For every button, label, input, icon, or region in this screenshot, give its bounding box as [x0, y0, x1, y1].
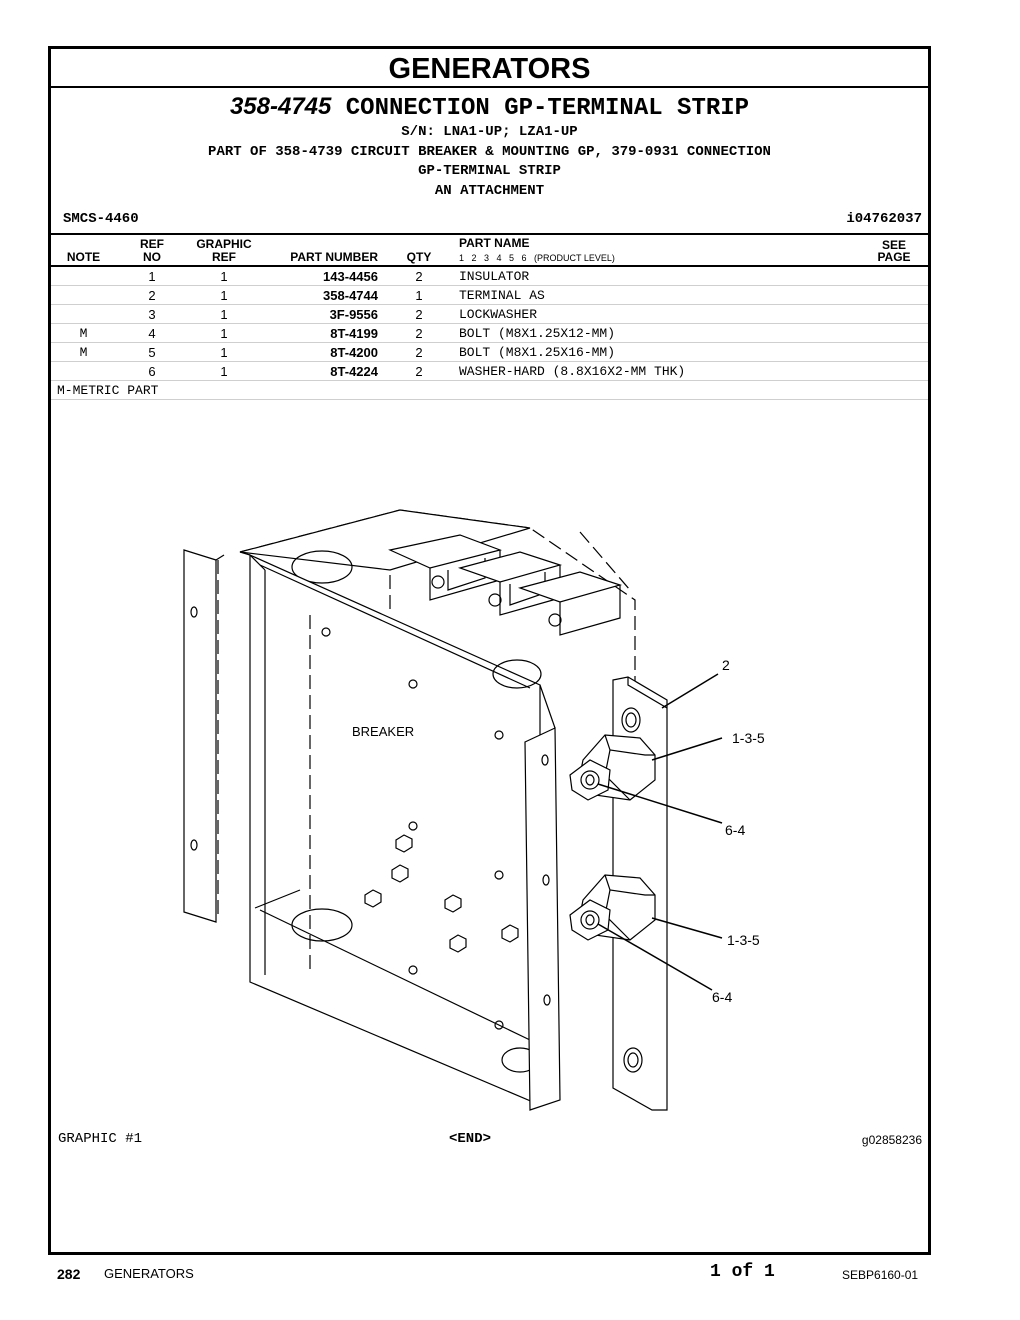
row-part-number: 3F-9556	[329, 307, 378, 322]
header-see-top: SEE	[881, 238, 906, 252]
callout-1-3-5-upper: 1-3-5	[732, 730, 765, 746]
row-qty: 2	[415, 345, 423, 360]
row-graphic-ref: 1	[220, 307, 228, 322]
header-part-name: PART NAME	[459, 236, 530, 250]
exploded-view-drawing: BREAKER 2 1-3-5 6-4 1-3-5 6-4	[183, 509, 765, 1111]
header-part-number: PART NUMBER	[290, 250, 378, 264]
row-part-name: LOCKWASHER	[459, 307, 538, 322]
illustration-id: i04762037	[846, 211, 922, 227]
row-part-number: 8T-4224	[330, 364, 378, 379]
header-graphic-top: GRAPHIC	[196, 237, 252, 251]
footer-page-number: 282	[57, 1266, 81, 1282]
table-row: M 5 1 8T-4200 2 BOLT (M8X1.25X16-MM)	[51, 343, 928, 362]
row-ref-no: 2	[148, 288, 156, 303]
smcs-code: SMCS-4460	[63, 211, 139, 227]
row-qty: 2	[415, 307, 423, 322]
row-part-name: TERMINAL AS	[459, 288, 545, 303]
callout-2: 2	[722, 657, 730, 673]
row-ref-no: 3	[148, 307, 156, 322]
row-part-number: 8T-4199	[330, 326, 378, 341]
footer-page-count: 1 of 1	[710, 1262, 775, 1282]
row-part-number: 8T-4200	[330, 345, 378, 360]
page-frame: GENERATORS 358-4745 CONNECTION GP-TERMIN…	[48, 46, 931, 1255]
footer-section: GENERATORS	[104, 1266, 194, 1281]
footer-document-number: SEBP6160-01	[842, 1268, 919, 1282]
section-title: GENERATORS	[51, 49, 928, 88]
header-qty: QTY	[406, 250, 432, 264]
row-part-name: WASHER-HARD (8.8X16X2-MM THK)	[459, 364, 686, 379]
row-graphic-ref: 1	[220, 269, 228, 284]
row-note: M	[79, 326, 88, 341]
top-lid	[239, 509, 531, 571]
header-see-bottom: PAGE	[877, 250, 911, 264]
callout-leaders	[597, 673, 723, 991]
graphic-end-marker: <END>	[449, 1131, 492, 1147]
serial-range: S/N: LNA1-UP; LZA1-UP	[401, 124, 578, 140]
left-bracket	[183, 549, 225, 923]
top-lid-hole	[291, 550, 353, 584]
row-ref-no: 6	[148, 364, 156, 379]
row-part-number: 143-4456	[323, 269, 378, 284]
table-row: M 4 1 8T-4199 2 BOLT (M8X1.25X12-MM)	[51, 324, 928, 343]
title-description: CONNECTION GP-TERMINAL STRIP	[345, 95, 750, 122]
graphic-caption: GRAPHIC #1	[58, 1131, 143, 1147]
table-row: 6 1 8T-4224 2 WASHER-HARD (8.8X16X2-MM THK)	[51, 362, 928, 381]
right-bracket	[524, 684, 561, 1111]
table-header: NOTE REF NO GRAPHIC REF PART NUMBER QTY …	[51, 235, 928, 267]
callout-1-3-5-lower: 1-3-5	[727, 932, 760, 948]
terminal-boxes	[388, 534, 623, 636]
part-of-line-2: GP-TERMINAL STRIP	[418, 163, 561, 179]
metric-footnote: M-METRIC PART	[51, 381, 928, 400]
lower-insulator-bolt	[569, 874, 656, 941]
row-part-name: BOLT (M8X1.25X12-MM)	[459, 326, 616, 341]
table-row: 3 1 3F-9556 2 LOCKWASHER	[51, 305, 928, 324]
row-qty: 2	[415, 326, 423, 341]
row-part-name: BOLT (M8X1.25X16-MM)	[459, 345, 616, 360]
callout-6-4-upper: 6-4	[725, 822, 745, 838]
header-ref-bottom: NO	[143, 250, 161, 264]
header-ref-top: REF	[140, 237, 164, 251]
table-row: 1 1 143-4456 2 INSULATOR	[51, 267, 928, 286]
header-note: NOTE	[66, 250, 101, 264]
part-of-line-1: PART OF 358-4739 CIRCUIT BREAKER & MOUNT…	[208, 144, 771, 160]
breaker-label: BREAKER	[352, 724, 414, 739]
row-part-number: 358-4744	[323, 288, 378, 303]
callout-6-4-lower: 6-4	[712, 989, 732, 1005]
upper-insulator-bolt	[569, 734, 656, 801]
row-part-name: INSULATOR	[459, 269, 530, 284]
parts-table: NOTE REF NO GRAPHIC REF PART NUMBER QTY …	[51, 233, 928, 400]
breaker-housing	[239, 551, 542, 1106]
row-graphic-ref: 1	[220, 345, 228, 360]
row-qty: 2	[415, 364, 423, 379]
row-qty: 2	[415, 269, 423, 284]
header-product-levels: 1 2 3 4 5 6 (PRODUCT LEVEL)	[459, 253, 615, 263]
row-graphic-ref: 1	[220, 364, 228, 379]
table-row: 2 1 358-4744 1 TERMINAL AS	[51, 286, 928, 305]
row-ref-no: 5	[148, 345, 156, 360]
row-graphic-ref: 1	[220, 326, 228, 341]
part-of-line-3: AN ATTACHMENT	[434, 183, 545, 199]
mounting-studs	[364, 834, 519, 953]
row-ref-no: 1	[148, 269, 156, 284]
header-graphic-bottom: REF	[212, 250, 236, 264]
row-note: M	[79, 345, 88, 360]
title-part-number: 358-4745	[229, 93, 332, 120]
row-ref-no: 4	[148, 326, 156, 341]
row-graphic-ref: 1	[220, 288, 228, 303]
graphic-id: g02858236	[861, 1133, 922, 1147]
part-title: 358-4745 CONNECTION GP-TERMINAL STRIP	[51, 93, 928, 122]
row-qty: 1	[415, 288, 423, 303]
